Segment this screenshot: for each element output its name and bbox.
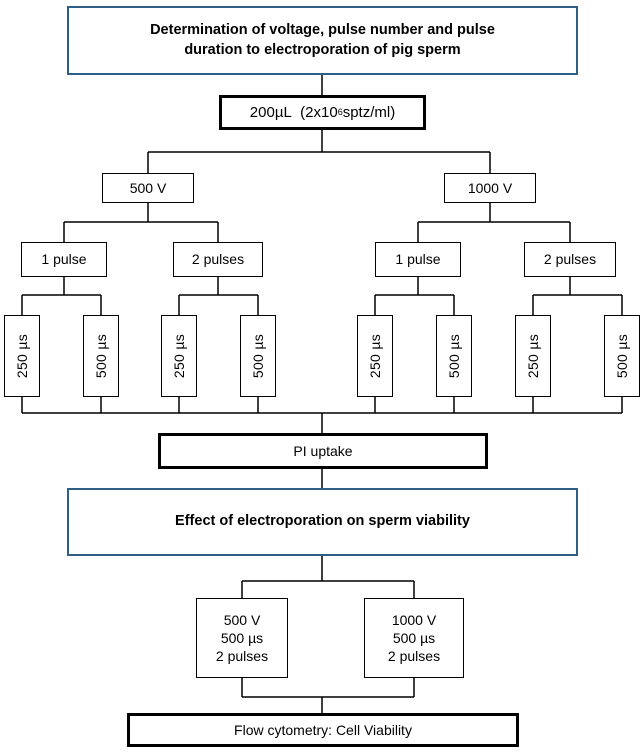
- condition-duration: 500 µs: [220, 629, 264, 646]
- duration-label: 500 µs: [613, 333, 630, 379]
- duration-box: 250 µs: [161, 315, 197, 397]
- voltage-label: 500 V: [129, 179, 167, 196]
- condition-box-1000v: 1000 V 500 µs 2 pulses: [364, 598, 464, 678]
- condition-box-500v: 500 V 500 µs 2 pulses: [196, 598, 288, 678]
- voltage-box-500: 500 V: [102, 173, 194, 203]
- pulse-label: 1 pulse: [41, 251, 87, 268]
- flow-cytometry-label: Flow cytometry: Cell Viability: [234, 721, 412, 738]
- duration-label: 250 µs: [13, 333, 30, 379]
- viability-title-box: Effect of electroporation on sperm viabi…: [67, 488, 578, 556]
- pi-uptake-label: PI uptake: [293, 442, 353, 459]
- voltage-box-1000: 1000 V: [444, 173, 536, 203]
- duration-label: 500 µs: [249, 333, 266, 379]
- condition-voltage: 1000 V: [391, 611, 437, 628]
- duration-box: 250 µs: [515, 315, 551, 397]
- duration-box: 500 µs: [604, 315, 640, 397]
- pulse-label: 2 pulses: [543, 251, 597, 268]
- duration-label: 250 µs: [524, 333, 541, 379]
- pulse-box: 2 pulses: [524, 242, 616, 277]
- sample-conc-exponent: 6: [337, 107, 343, 118]
- duration-box: 250 µs: [357, 315, 393, 397]
- flow-cytometry-box: Flow cytometry: Cell Viability: [127, 713, 519, 747]
- pulse-box: 1 pulse: [375, 242, 461, 277]
- duration-box: 500 µs: [240, 315, 276, 397]
- duration-label: 250 µs: [366, 333, 383, 379]
- title-line-2: duration to electroporation of pig sperm: [184, 41, 461, 58]
- voltage-label: 1000 V: [467, 179, 513, 196]
- condition-pulses: 2 pulses: [387, 648, 441, 665]
- pulse-box: 1 pulse: [21, 242, 107, 277]
- pulse-label: 2 pulses: [191, 251, 245, 268]
- sample-conc-prefix: (2x10: [300, 103, 338, 121]
- title-box: Determination of voltage, pulse number a…: [67, 6, 578, 75]
- duration-label: 500 µs: [445, 333, 462, 379]
- duration-label: 500 µs: [92, 333, 109, 379]
- condition-duration: 500 µs: [392, 629, 436, 646]
- duration-box: 250 µs: [4, 315, 40, 397]
- duration-label: 250 µs: [170, 333, 187, 379]
- condition-pulses: 2 pulses: [215, 648, 269, 665]
- duration-box: 500 µs: [83, 315, 119, 397]
- pulse-label: 1 pulse: [395, 251, 441, 268]
- viability-title: Effect of electroporation on sperm viabi…: [175, 513, 470, 530]
- pulse-box: 2 pulses: [173, 242, 263, 277]
- sample-volume: 200µL: [249, 103, 292, 121]
- condition-voltage: 500 V: [223, 611, 261, 628]
- pi-uptake-box: PI uptake: [158, 433, 488, 469]
- duration-box: 500 µs: [436, 315, 472, 397]
- title-line-1: Determination of voltage, pulse number a…: [150, 21, 495, 38]
- sample-conc-suffix: sptz/ml): [342, 103, 396, 121]
